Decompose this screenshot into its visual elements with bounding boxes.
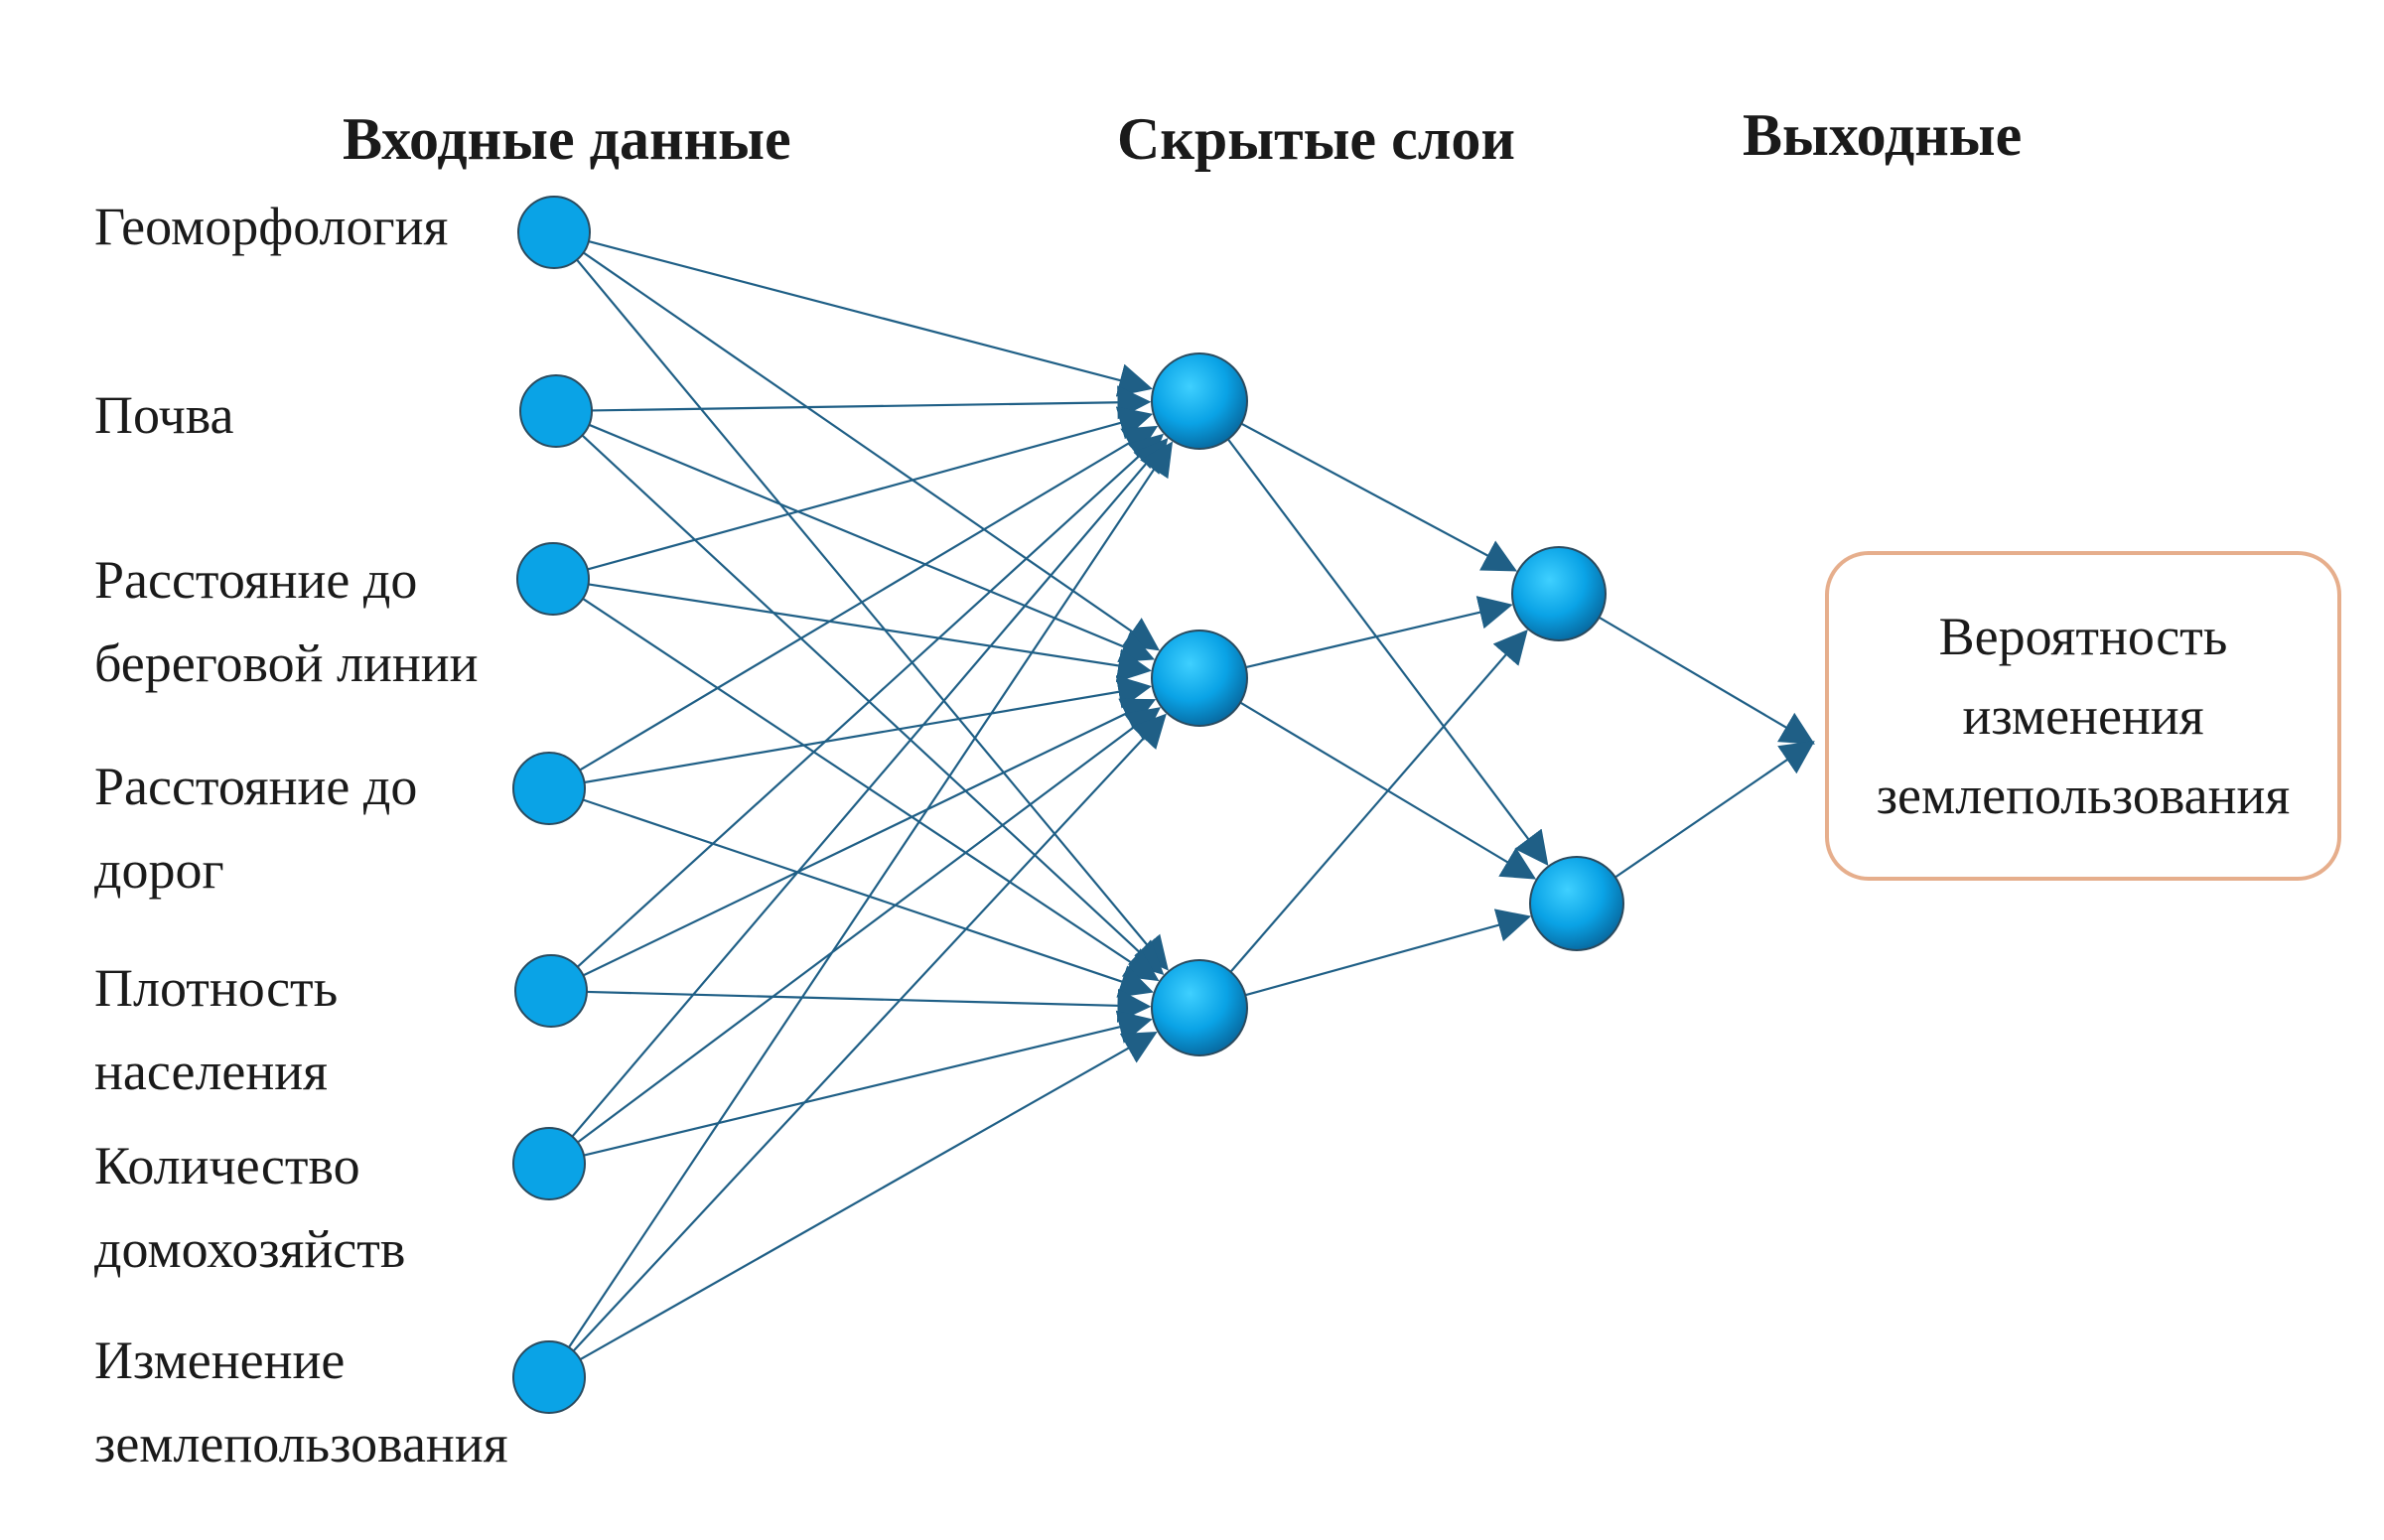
edge-input-6-hidden1-1 <box>571 437 1169 1138</box>
output-line-2: изменения <box>1962 686 2204 746</box>
edge-input-1-hidden1-2 <box>582 251 1161 651</box>
edge-input-6-hidden1-3 <box>583 1010 1153 1157</box>
output-box: Вероятность изменения землепользования <box>1825 551 2341 881</box>
input-node-4 <box>512 752 586 825</box>
edge-input-2-hidden1-1 <box>591 385 1152 420</box>
edge-input-3-hidden1-1 <box>587 406 1154 571</box>
edge-input-2-hidden1-2 <box>588 423 1156 663</box>
input-node-3 <box>516 542 590 616</box>
edge-input-6-hidden1-2 <box>577 707 1162 1144</box>
connections <box>568 240 1815 1361</box>
edge-input-1-hidden1-3 <box>576 258 1169 971</box>
edge-input-4-hidden1-3 <box>582 798 1154 998</box>
edge-input-5-hidden1-2 <box>582 698 1157 977</box>
edge-hidden1-2-hidden2-2 <box>1239 701 1537 880</box>
output-layer-header: Выходные <box>1743 102 2023 168</box>
hidden-layers-header: Скрытые слои <box>1117 106 1515 172</box>
edge-hidden1-1-hidden2-1 <box>1240 422 1518 572</box>
hidden1-node-2 <box>1151 630 1248 727</box>
input-label-coast-distance: Расстояние до береговой линии <box>94 550 479 693</box>
input-node-1 <box>517 196 591 269</box>
input-label-soil: Почва <box>94 385 234 445</box>
edge-input-2-hidden1-3 <box>581 434 1165 975</box>
edge-input-7-hidden1-1 <box>568 441 1174 1348</box>
hidden1-node-3 <box>1151 959 1248 1056</box>
edge-hidden1-3-hidden2-2 <box>1244 909 1532 997</box>
output-line-1: Вероятность <box>1938 607 2228 666</box>
hidden2-node-1 <box>1511 546 1607 641</box>
edge-hidden2-2-output <box>1614 741 1815 879</box>
output-line-3: землепользования <box>1876 766 2291 825</box>
edge-hidden2-1-output <box>1598 616 1815 745</box>
input-label-households: Количество домохозяйств <box>94 1136 406 1279</box>
input-label-land-use-change: Изменение землепользования <box>94 1330 508 1473</box>
edge-input-5-hidden1-1 <box>576 433 1165 968</box>
input-layer-header: Входные данные <box>343 106 791 172</box>
edge-input-5-hidden1-3 <box>586 988 1152 1023</box>
input-label-population-density: Плотность населения <box>94 958 339 1101</box>
hidden2-node-2 <box>1529 856 1624 951</box>
edge-input-1-hidden1-1 <box>588 240 1153 397</box>
edge-hidden1-2-hidden2-1 <box>1245 596 1513 669</box>
input-node-2 <box>519 374 593 448</box>
input-node-5 <box>514 954 588 1028</box>
hidden1-node-1 <box>1151 352 1248 450</box>
edge-input-7-hidden1-2 <box>572 713 1167 1352</box>
edge-input-7-hidden1-3 <box>579 1032 1158 1361</box>
neurons <box>512 196 1624 1414</box>
edge-hidden1-1-hidden2-2 <box>1226 438 1549 866</box>
edge-input-4-hidden1-2 <box>584 675 1153 784</box>
input-label-geomorphology: Геоморфология <box>94 197 449 256</box>
edge-input-4-hidden1-1 <box>579 425 1159 771</box>
input-node-7 <box>512 1340 586 1414</box>
input-label-road-distance: Расстояние до дорог <box>94 757 418 900</box>
edge-input-3-hidden1-2 <box>588 583 1152 683</box>
input-node-6 <box>512 1127 586 1200</box>
edge-hidden1-3-hidden2-1 <box>1229 629 1528 973</box>
